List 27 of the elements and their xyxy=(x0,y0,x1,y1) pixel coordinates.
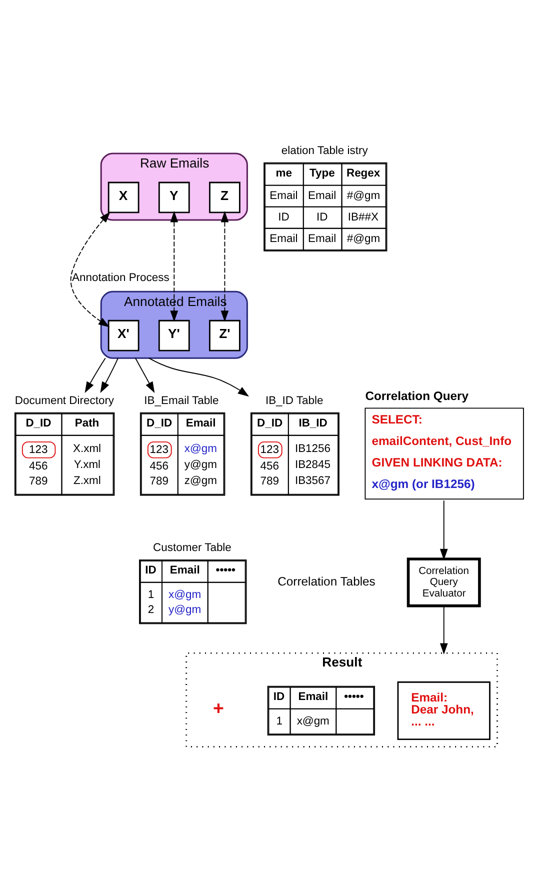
edge-label: Annotation Process xyxy=(72,271,170,284)
node-label: Document Directory xyxy=(14,394,114,407)
label: + xyxy=(213,696,224,718)
node-box: Email: Dear John, ... ... xyxy=(397,680,490,740)
node-box: SELECT: emailContent, Cust_Info GIVEN LINKING DATA: x@gm (or IB1256) xyxy=(364,407,524,499)
node-box: X' xyxy=(108,319,140,351)
node-label: elation Table istry xyxy=(281,144,368,157)
node-box: Z xyxy=(209,181,240,213)
node-box: Y xyxy=(158,181,190,213)
node-label: Correlation Query xyxy=(365,388,469,403)
node-label: Customer Table xyxy=(153,542,232,554)
arrow xyxy=(148,357,250,396)
arrow xyxy=(170,210,178,322)
arrow xyxy=(134,357,155,393)
node-box: Correlation Query Evaluator xyxy=(406,557,481,607)
arrow xyxy=(440,500,448,560)
arrow xyxy=(70,211,110,327)
node-label: IB_Email Table xyxy=(144,394,219,407)
node-box: X xyxy=(108,181,140,213)
node-box: Z' xyxy=(209,319,240,351)
node-label: IB_ID Table xyxy=(265,394,324,407)
node-box: Y' xyxy=(158,319,190,351)
arrow xyxy=(440,604,448,654)
label: Correlation Tables xyxy=(278,574,376,588)
arrow xyxy=(220,210,229,322)
arrow xyxy=(100,357,119,393)
arrow xyxy=(84,357,106,393)
